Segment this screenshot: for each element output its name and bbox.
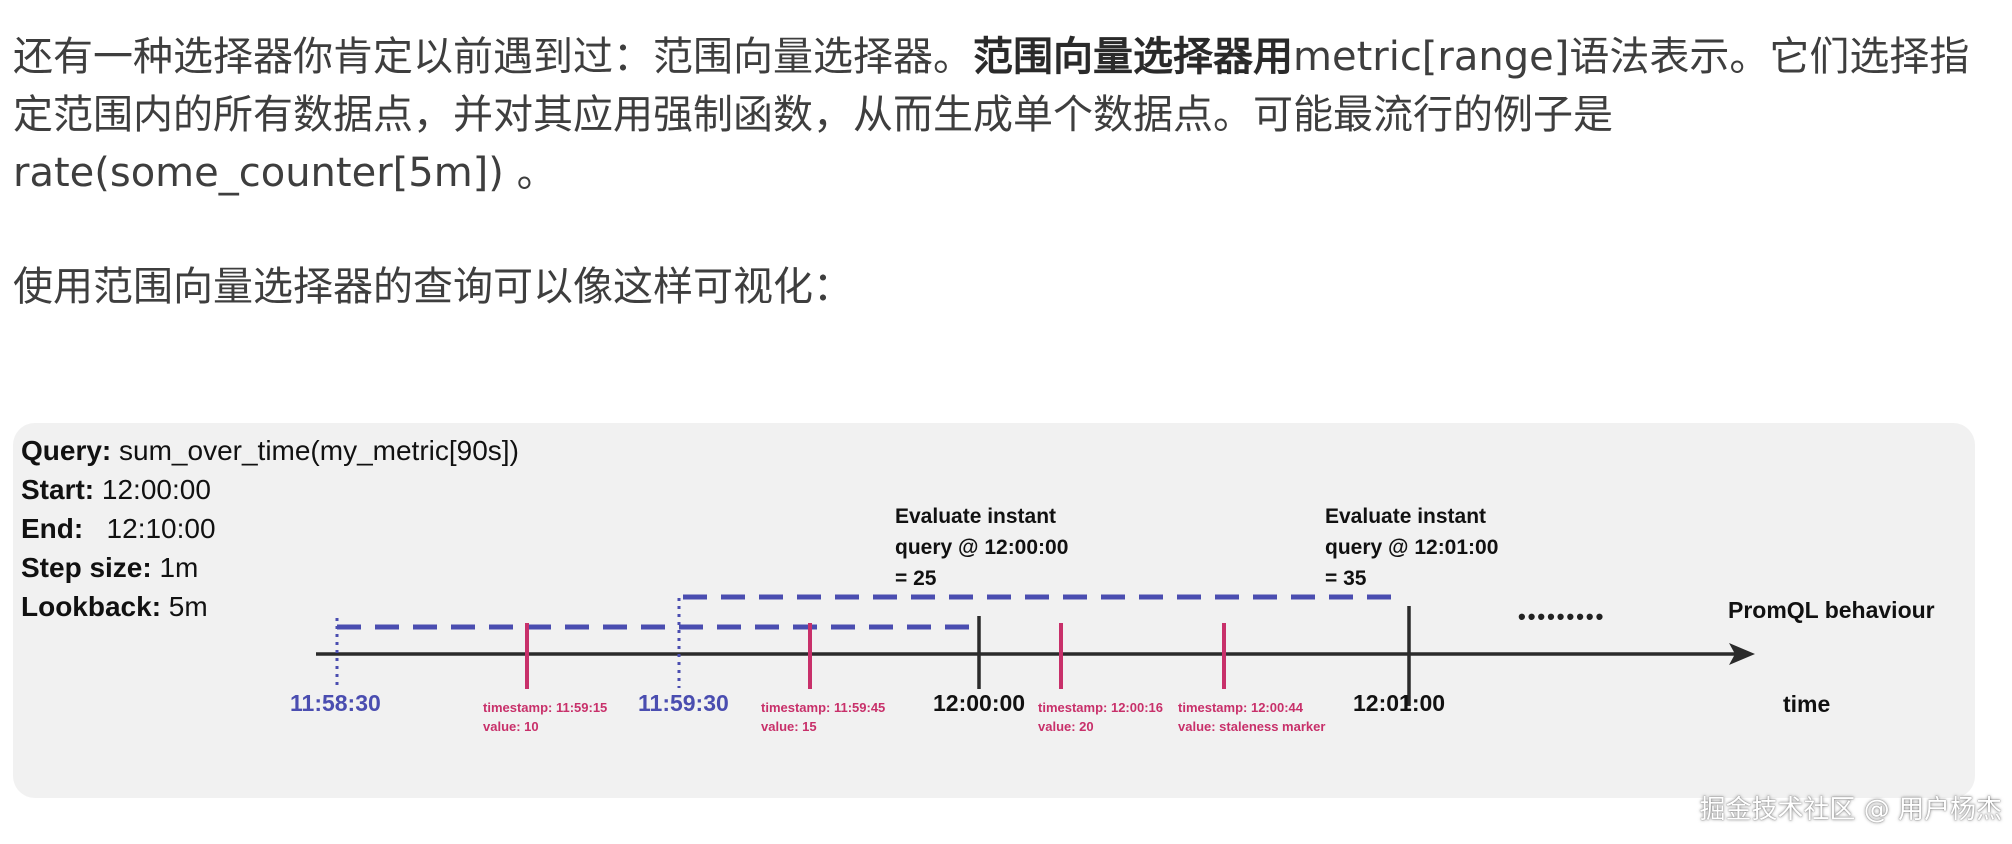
- range-vector-diagram: Query: sum_over_time(my_metric[90s]) Sta…: [13, 423, 1975, 798]
- step-row: Step size: 1m: [21, 548, 519, 587]
- eval2-line2: query @ 12:01:00: [1325, 536, 1498, 559]
- end-value: 12:10:00: [83, 513, 216, 544]
- query-label: Query:: [21, 435, 112, 466]
- eval1-line1: Evaluate instant: [895, 505, 1056, 528]
- eval1-line3: = 25: [895, 567, 937, 590]
- timeline-svg: 11:58:30 11:59:30 12:00:00 12:01:00 time…: [290, 505, 1935, 734]
- intro-text-bold: 范围向量选择器用: [973, 34, 1293, 80]
- sample-timestamp-2: timestamp: 11:59:45: [761, 700, 885, 715]
- intro-text-a: 还有一种选择器你肯定以前遇到过：范围向量选择器。: [13, 34, 973, 80]
- start-label: Start:: [21, 474, 95, 505]
- start-row: Start: 12:00:00: [21, 470, 519, 509]
- paragraph-visualize: 使用范围向量选择器的查询可以像这样可视化：: [13, 264, 853, 310]
- lookback-label: Lookback:: [21, 591, 162, 622]
- eval1-line2: query @ 12:00:00: [895, 536, 1068, 559]
- lookback-row: Lookback: 5m: [21, 587, 519, 626]
- site-watermark: 掘金技术社区 @ 用户杨杰: [1699, 795, 2002, 825]
- end-row: End: 12:10:00: [21, 509, 519, 548]
- eval-time-label-2: 12:01:00: [1353, 690, 1445, 716]
- time-axis-label: time: [1783, 691, 1830, 717]
- article-body: 还有一种选择器你肯定以前遇到过：范围向量选择器。范围向量选择器用metric[r…: [13, 28, 1993, 202]
- query-value: sum_over_time(my_metric[90s]): [111, 435, 519, 466]
- query-info: Query: sum_over_time(my_metric[90s]) Sta…: [21, 431, 519, 626]
- eval2-line1: Evaluate instant: [1325, 505, 1486, 528]
- sample-value-2: value: 15: [761, 719, 817, 734]
- range-start-label-2: 11:59:30: [638, 690, 729, 716]
- intro-text-b: metric[range]语法表示。它们选择指定范围内的所有数据点，并对其应用强…: [13, 34, 1970, 196]
- sample-value-1: value: 10: [483, 719, 539, 734]
- eval-time-label-1: 12:00:00: [933, 690, 1025, 716]
- paragraph-intro: 还有一种选择器你肯定以前遇到过：范围向量选择器。范围向量选择器用metric[r…: [13, 28, 1993, 202]
- eval2-line3: = 35: [1325, 567, 1367, 590]
- step-label: Step size:: [21, 552, 152, 583]
- sample-value-3: value: 20: [1038, 719, 1094, 734]
- sample-timestamp-1: timestamp: 11:59:15: [483, 700, 607, 715]
- sample-timestamp-4: timestamp: 12:00:44: [1178, 700, 1304, 715]
- promql-behaviour-label: PromQL behaviour: [1728, 597, 1935, 623]
- query-row: Query: sum_over_time(my_metric[90s]): [21, 431, 519, 470]
- step-value: 1m: [151, 552, 199, 583]
- continuation-dots: •••••••••: [1518, 604, 1605, 629]
- start-value: 12:00:00: [94, 474, 211, 505]
- axis-arrow-icon: [1729, 643, 1755, 665]
- end-label: End:: [21, 513, 84, 544]
- sample-value-4: value: staleness marker: [1178, 719, 1325, 734]
- lookback-value: 5m: [161, 591, 208, 622]
- range-start-label-1: 11:58:30: [290, 690, 381, 716]
- sample-timestamp-3: timestamp: 12:00:16: [1038, 700, 1163, 715]
